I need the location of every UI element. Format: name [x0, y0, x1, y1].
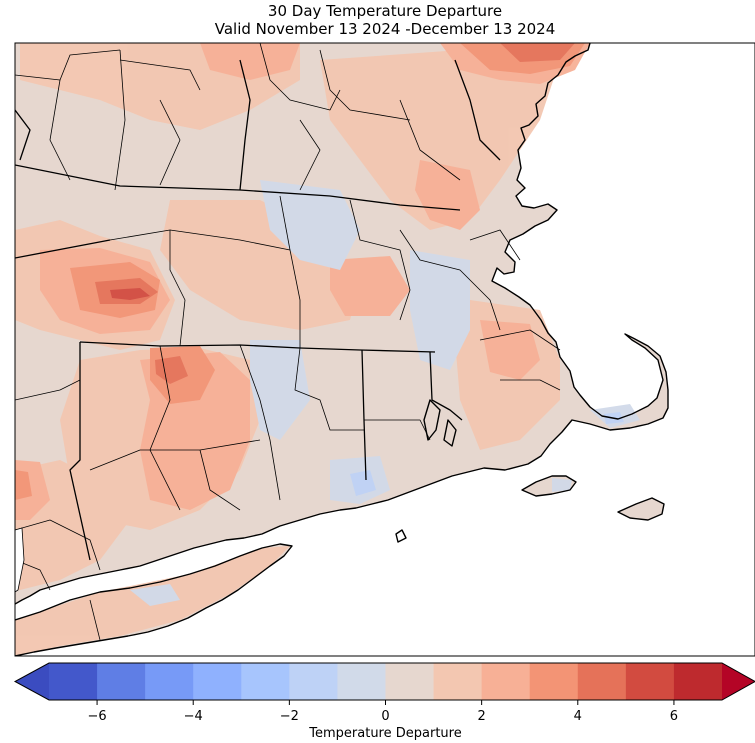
county-line-18 — [15, 379, 81, 401]
colorbar-bin-3 — [193, 663, 242, 700]
boundary-ny-vt — [15, 109, 31, 161]
contour-plus5-west-ma — [110, 288, 150, 300]
coastline-block-island — [395, 529, 407, 543]
land-nantucket — [618, 498, 664, 520]
contour-minus1-vineyard — [552, 478, 572, 492]
county-line-13 — [349, 199, 411, 321]
colorbar-ticks: −6 −4 −2 0 2 4 6 — [87, 700, 678, 724]
boundary-vt-nh — [239, 59, 251, 191]
contour-plus4-ne — [500, 43, 575, 62]
county-line-6 — [259, 43, 341, 111]
contour-plus2-ma-metro — [330, 256, 410, 316]
boundary-ri-ma — [429, 351, 463, 421]
county-line-15 — [469, 229, 521, 261]
colorbar-bin-6 — [337, 663, 386, 700]
boundary-ct-ma — [79, 341, 436, 353]
colorbar-bin-8 — [433, 663, 483, 700]
county-line-10 — [109, 229, 186, 347]
contour-plus2-se — [480, 320, 540, 380]
county-line-1 — [15, 49, 121, 81]
colorbar-tick-label: −4 — [184, 709, 203, 724]
county-line-12 — [279, 195, 291, 251]
colorbar-bin-1 — [97, 663, 146, 700]
coastline-long-island — [15, 543, 293, 656]
county-line-20 — [149, 345, 181, 511]
county-line-7 — [319, 49, 411, 121]
county-line-17 — [500, 379, 561, 391]
colorbar-bin-4 — [241, 663, 290, 700]
colorbar-tick-label: 2 — [478, 709, 486, 724]
contour-plus3-sw — [15, 470, 32, 500]
boundary-nh-me — [454, 59, 501, 161]
contour-minus2-ri — [350, 470, 376, 496]
colorbar-tick-label: −2 — [280, 709, 299, 724]
colorbar-bin-0 — [49, 663, 98, 700]
contour-minus1-metro-south — [410, 250, 470, 370]
county-line-16 — [479, 329, 561, 351]
colorbar-bins — [49, 663, 723, 700]
colorbar-tick-label: −6 — [87, 709, 106, 724]
county-line-5 — [159, 99, 181, 186]
boundary-ma-nh-vt — [15, 164, 461, 211]
colorbar-tick-label: 4 — [574, 709, 582, 724]
coastlines — [15, 43, 669, 656]
county-line-4 — [119, 59, 201, 91]
colorbar-bin-7 — [385, 663, 435, 700]
county-line-23 — [199, 449, 241, 511]
chart-title: 30 Day Temperature Departure Valid Novem… — [0, 2, 755, 38]
county-line-14 — [399, 229, 501, 331]
boundary-ny-ma — [15, 239, 111, 259]
county-boundaries — [15, 43, 561, 641]
contour-fills — [15, 43, 640, 656]
county-line-8 — [399, 99, 461, 181]
title-line-1: 30 Day Temperature Departure — [267, 2, 503, 20]
colorbar-label: Temperature Departure — [308, 726, 461, 741]
colorbar-bin-9 — [481, 663, 531, 700]
county-line-3 — [49, 79, 71, 181]
county-line-22 — [294, 347, 364, 431]
county-line-9 — [299, 119, 321, 191]
colorbar-bin-13 — [673, 663, 723, 700]
contour-minus1-li — [130, 584, 180, 606]
colorbar-bin-2 — [145, 663, 194, 700]
colorbar-bin-10 — [529, 663, 579, 700]
coastline-mainland — [15, 43, 669, 605]
state-boundaries — [15, 59, 501, 561]
coastline-narragansett-islands — [423, 399, 457, 447]
colorbar-tick-label: 6 — [670, 709, 678, 724]
contour-minus1-ct-river — [250, 340, 310, 440]
contour-minus1-central-ma — [260, 180, 360, 270]
coastline-marthas-vineyard — [521, 475, 577, 497]
title-line-2: Valid November 13 2024 -December 13 2024 — [214, 20, 556, 38]
colorbar-bin-5 — [289, 663, 338, 700]
contour-plus2-nh-coast — [415, 160, 480, 230]
colorbar-bin-12 — [625, 663, 675, 700]
boundary-ny-ct — [69, 342, 91, 561]
map-frame — [14, 42, 755, 657]
colorbar-bin-11 — [577, 663, 627, 700]
colorbar-tick-label: 0 — [381, 709, 389, 724]
county-line-21 — [239, 344, 281, 501]
water-hudson — [15, 527, 25, 593]
contour-plus2-north — [200, 43, 300, 80]
county-line-2 — [114, 49, 126, 191]
county-line-26 — [89, 599, 101, 641]
contour-plus1-ne — [320, 50, 560, 230]
colorbar-outline — [13, 662, 755, 701]
county-line-24 — [15, 519, 101, 571]
coastline-nantucket — [617, 497, 665, 521]
colorbar-extend-over — [722, 663, 755, 700]
county-line-19 — [89, 439, 261, 471]
colorbar-extend-under — [15, 663, 49, 700]
